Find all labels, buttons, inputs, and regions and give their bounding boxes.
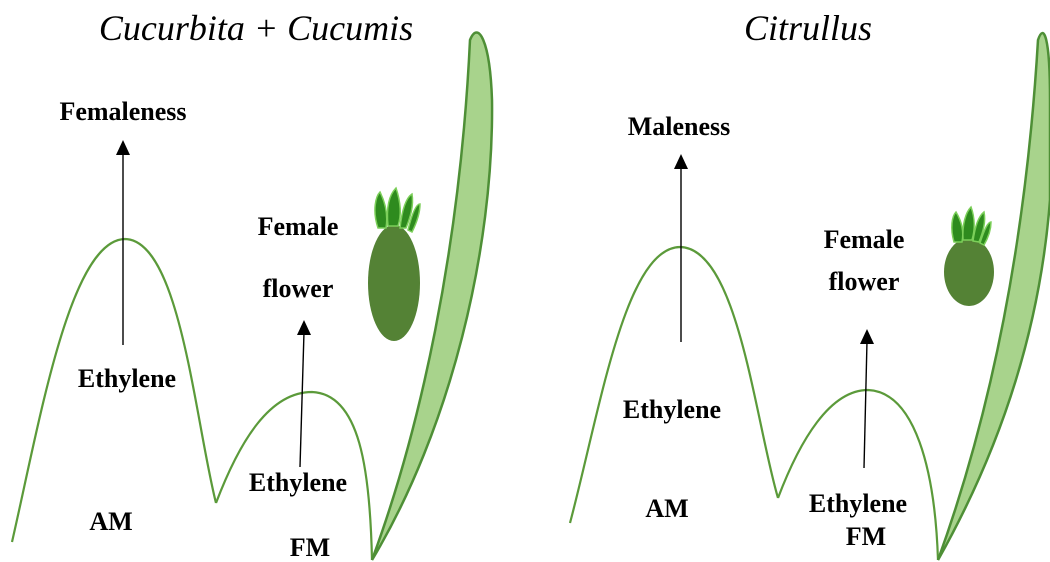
left-panel: Cucurbita + Cucumis Femaleness Ethylene … [12,8,492,562]
left-flower-label-line2: flower [263,274,334,303]
right-fm-ethylene-label: Ethylene [809,489,907,518]
left-female-flower-icon [368,188,420,341]
left-am-label: AM [89,507,132,536]
left-top-label: Femaleness [59,97,186,126]
right-fm-arrow [864,341,867,468]
left-am-ethylene-label: Ethylene [78,364,176,393]
left-fm-ethylene-label: Ethylene [249,468,347,497]
right-flower-label-line2: flower [829,267,900,296]
left-am-arrowhead [116,140,130,155]
left-fm-arrowhead [297,320,311,335]
left-flower-label-line1: Female [258,212,339,241]
right-apical-meristem-outline [570,247,778,523]
right-fm-label: FM [846,522,886,551]
right-am-label: AM [645,494,688,523]
right-panel: Citrullus Maleness Ethylene AM Ethylene … [570,8,1050,560]
right-panel-title: Citrullus [744,8,872,48]
right-top-label: Maleness [628,112,731,141]
right-am-ethylene-label: Ethylene [623,395,721,424]
right-female-flower-icon [944,207,994,306]
right-flower-label-line1: Female [824,225,905,254]
left-fm-arrow [300,332,304,467]
right-am-arrowhead [674,154,688,169]
left-panel-title: Cucurbita + Cucumis [99,8,413,48]
right-fm-arrowhead [860,329,874,344]
left-fm-label: FM [290,533,330,562]
